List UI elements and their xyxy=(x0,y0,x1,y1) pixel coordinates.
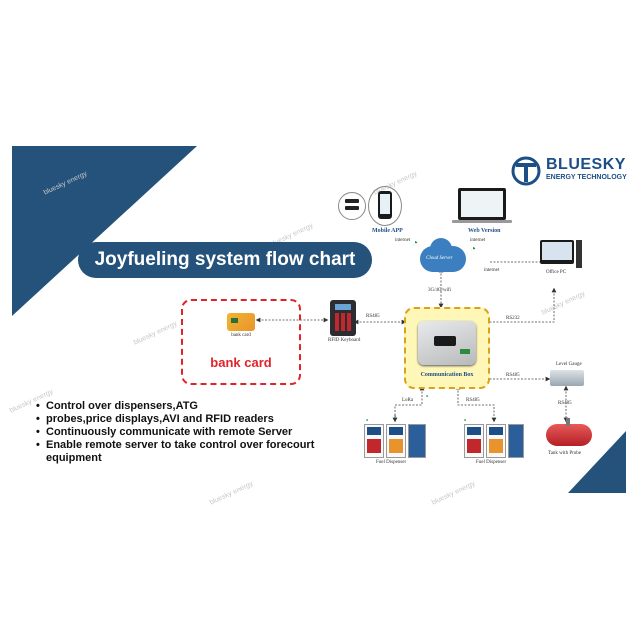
keyboard-screen xyxy=(335,304,351,310)
fuel-dispenser-icon xyxy=(486,424,506,458)
bank-card-label: bank card xyxy=(210,355,272,370)
page-title: Joyfueling system flow chart xyxy=(78,242,372,278)
internet-label: internet xyxy=(484,268,500,273)
pc-tower-icon xyxy=(576,240,582,268)
feature-item: Enable remote server to take control ove… xyxy=(36,439,336,452)
wifi-label: 3G/4G/wifi xyxy=(428,288,452,293)
feature-item: Control over dispensers,ATG xyxy=(36,400,336,413)
wifi-icon: ◔ xyxy=(470,244,477,255)
internet-label: internet xyxy=(470,238,486,243)
dispenser-panel xyxy=(489,439,503,453)
feature-item-continuation: equipment xyxy=(46,452,102,464)
rfid-keyboard-device xyxy=(330,300,356,336)
wifi-icon: ◔ xyxy=(364,416,369,425)
fuel-dispenser-icon xyxy=(386,424,406,458)
app-store-icon xyxy=(345,206,359,210)
feature-item: Continuously communicate with remote Ser… xyxy=(36,426,336,439)
internet-label: internet xyxy=(395,238,411,243)
card-chip xyxy=(231,318,238,323)
dispenser-display xyxy=(467,427,481,435)
cloud-server-label: Cloud Server xyxy=(426,256,453,261)
link-commbox-lora xyxy=(392,385,425,423)
google-play-icon xyxy=(345,199,359,203)
rs485-label: RS485 xyxy=(506,373,520,378)
wifi-icon: ◔ xyxy=(392,412,397,421)
bank-card-icon xyxy=(227,313,255,331)
web-version-label: Web Version xyxy=(468,228,501,234)
fuel-dispenser-icon xyxy=(464,424,484,458)
smartphone-icon xyxy=(378,191,392,219)
tank-label: Tank with Probe xyxy=(548,451,581,456)
office-pc-monitor-icon xyxy=(540,240,574,264)
top-left-accent-triangle xyxy=(12,146,197,316)
fuel-dispenser-label: Fuel Dispenser xyxy=(376,460,407,465)
brand-name: BLUESKY xyxy=(546,156,626,173)
level-gauge-label: Level Gauge xyxy=(556,362,582,367)
dispenser-display xyxy=(489,427,503,435)
dispenser-panel xyxy=(367,439,381,453)
rs485-label: RS485 xyxy=(366,314,380,319)
wifi-icon: ◔ xyxy=(412,238,419,249)
device-terminal xyxy=(460,349,470,354)
cloud-puff xyxy=(430,238,452,260)
brand-tagline: ENERGY TECHNOLOGY xyxy=(546,174,627,181)
dispenser-display xyxy=(367,427,381,435)
rs232-label: RS232 xyxy=(506,316,520,321)
wifi-icon: ◔ xyxy=(462,416,467,425)
wifi-icon: ◔ xyxy=(424,392,429,401)
communication-box-group: Communication Box xyxy=(404,307,490,389)
link-commbox-pc xyxy=(483,287,557,325)
laptop-icon xyxy=(458,188,506,220)
brand-logo: BLUESKY ENERGY TECHNOLOGY xyxy=(510,156,630,188)
keypad-icon xyxy=(335,313,351,331)
fuel-dispenser-icon xyxy=(364,424,384,458)
bank-card-caption: bank card xyxy=(231,333,251,338)
feature-list: Control over dispensers,ATG probes,price… xyxy=(36,400,336,465)
lora-label: LoRa xyxy=(402,398,414,403)
office-pc-label: Office PC xyxy=(546,270,567,275)
mobile-app-label: Mobile APP xyxy=(372,228,403,234)
fuel-dispenser-label: Fuel Dispenser xyxy=(476,460,507,465)
rfid-keyboard-label: RFID Keyboard xyxy=(328,338,361,343)
dispenser-panel xyxy=(389,439,403,453)
fuel-dispenser-icon xyxy=(508,424,524,458)
dispenser-panel xyxy=(467,439,481,453)
app-store-badges xyxy=(338,192,366,220)
tank-probe-icon xyxy=(566,418,570,426)
device-display xyxy=(434,336,456,346)
fuel-dispenser-icon xyxy=(408,424,426,458)
communication-box-device xyxy=(418,321,476,365)
phone-screen xyxy=(380,194,390,214)
brand-mark-icon xyxy=(511,156,541,186)
feature-item: probes,price displays,AVI and RFID reade… xyxy=(36,413,336,426)
dispenser-display xyxy=(389,427,403,435)
laptop-screen xyxy=(461,191,503,217)
rs485-label: RS485 xyxy=(466,398,480,403)
fuel-tank-icon xyxy=(546,424,592,446)
link-commbox-dispenser xyxy=(455,384,497,423)
level-gauge-icon xyxy=(550,370,584,386)
bank-card-group: bank card bank card xyxy=(181,299,301,385)
rs485-label: RS485 xyxy=(558,401,572,406)
mobile-app-ring xyxy=(368,186,402,226)
monitor-screen xyxy=(542,242,572,260)
laptop-base xyxy=(452,220,512,223)
communication-box-label: Communication Box xyxy=(420,372,474,378)
